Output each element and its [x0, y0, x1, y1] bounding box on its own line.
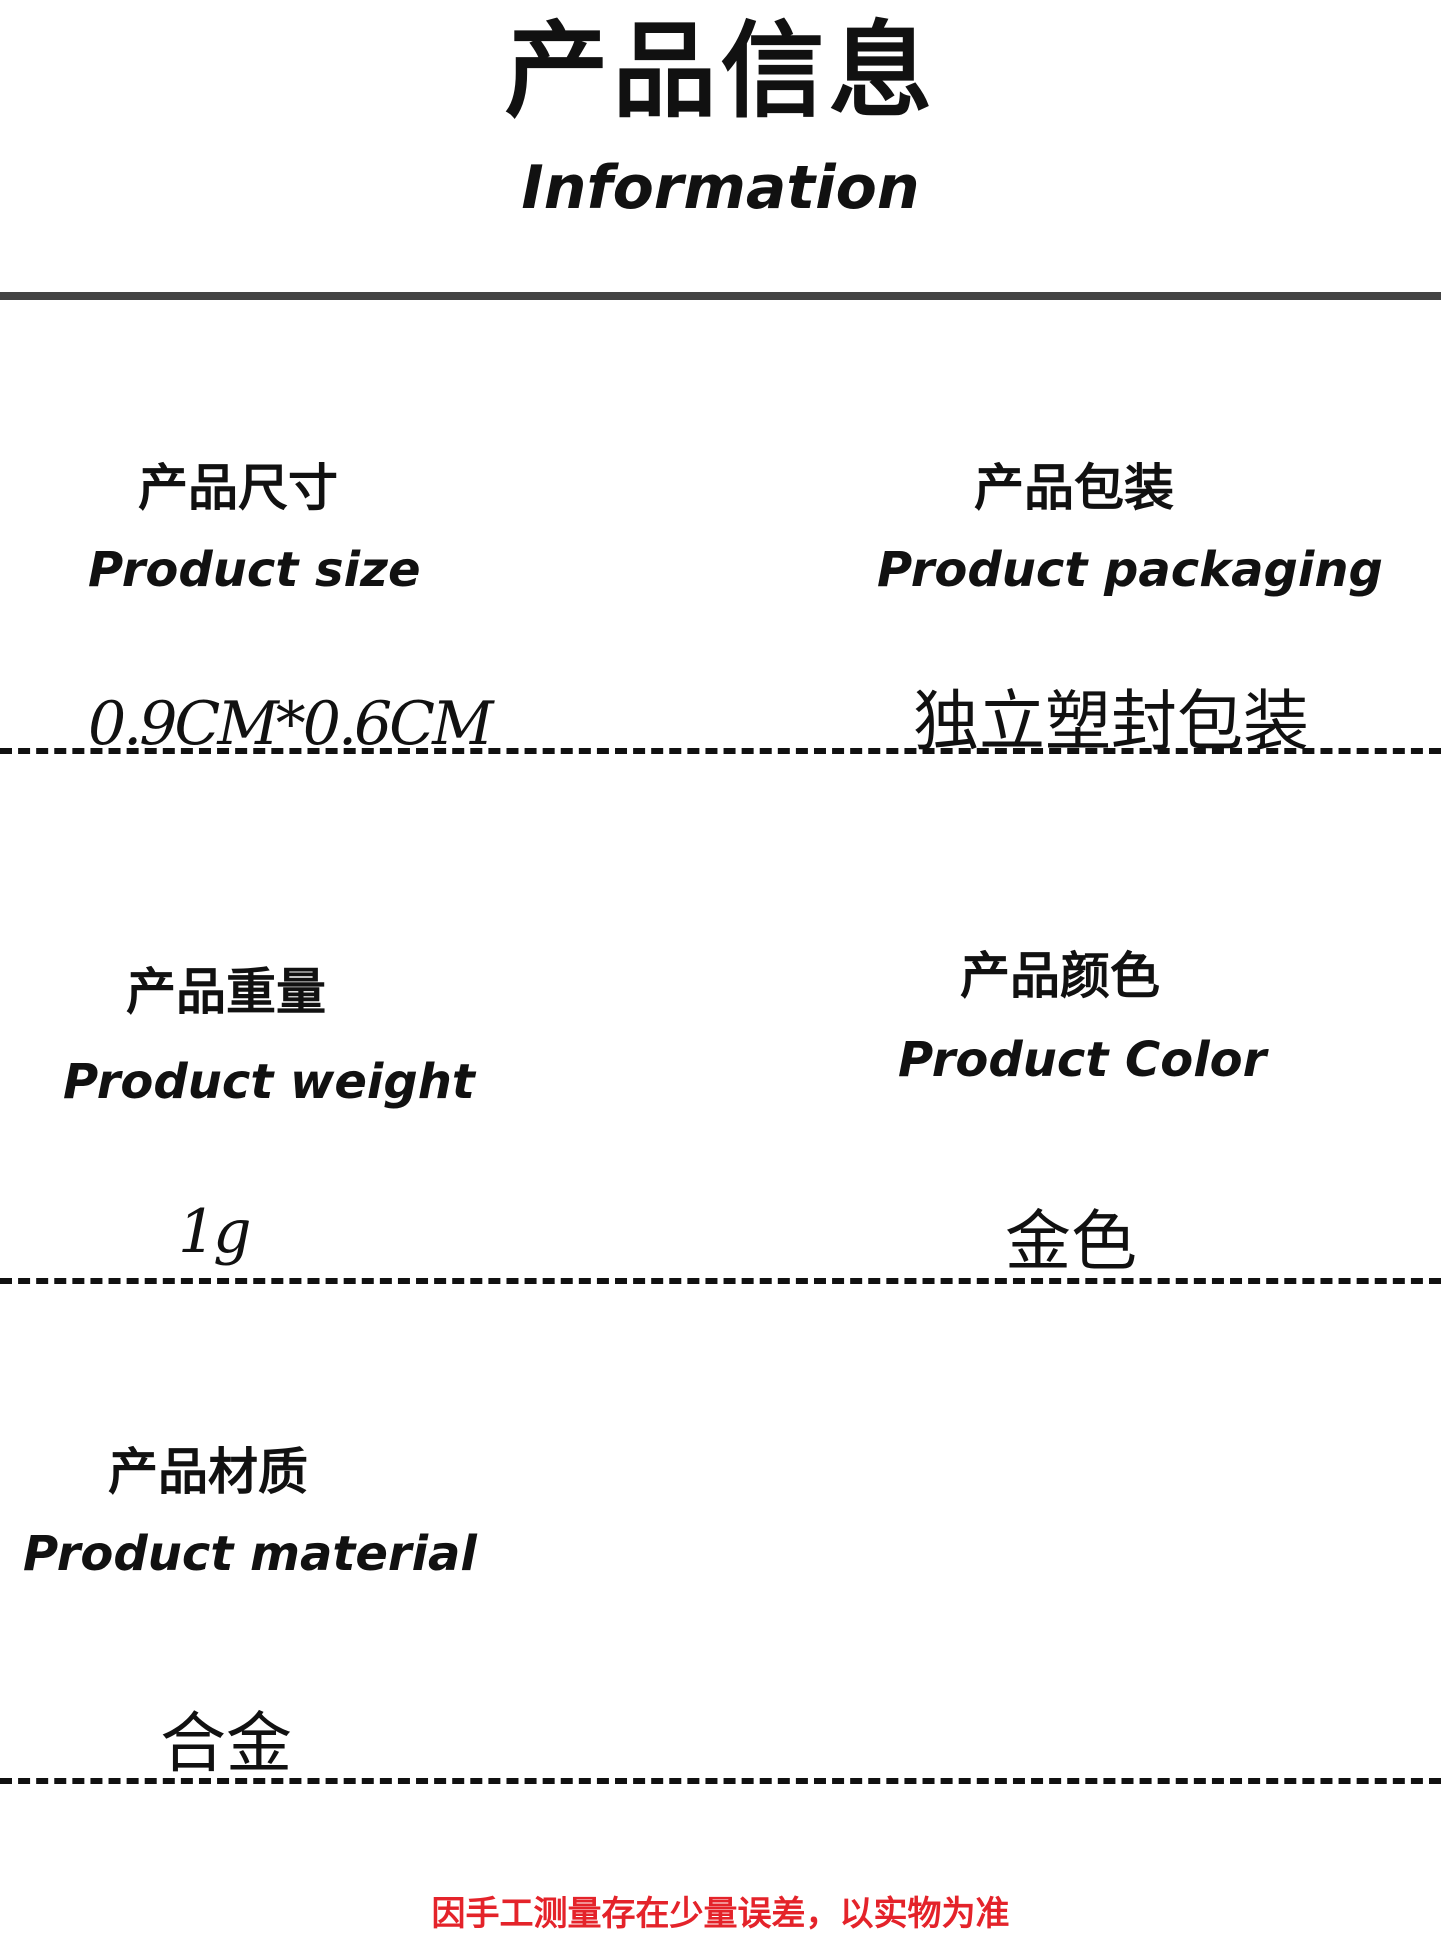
weight-value: 1g [178, 1197, 252, 1267]
color-value: 金色 [1005, 1203, 1137, 1280]
material-value: 合金 [160, 1705, 292, 1782]
size-label-zh: 产品尺寸 [138, 459, 338, 517]
packaging-label-en: Product packaging [877, 542, 1383, 598]
material-label-en: Product material [23, 1526, 477, 1582]
weight-label-en: Product weight [63, 1054, 475, 1110]
size-value: 0.9CM*0.6CM [88, 689, 494, 759]
row-divider-2 [0, 1278, 1441, 1284]
page-subtitle: Information [521, 153, 920, 223]
measurement-note: 因手工测量存在少量误差，以实物为准 [431, 1894, 1010, 1934]
color-label-en: Product Color [898, 1032, 1267, 1088]
weight-label-zh: 产品重量 [126, 963, 326, 1021]
page-title: 产品信息 [504, 10, 937, 132]
row-divider-1 [0, 748, 1441, 754]
header-divider [0, 292, 1441, 300]
packaging-label-zh: 产品包装 [974, 459, 1174, 517]
packaging-value: 独立塑封包装 [913, 683, 1309, 760]
material-label-zh: 产品材质 [108, 1443, 308, 1501]
row-divider-3 [0, 1778, 1441, 1784]
color-label-zh: 产品颜色 [960, 947, 1160, 1005]
size-label-en: Product size [88, 542, 421, 598]
